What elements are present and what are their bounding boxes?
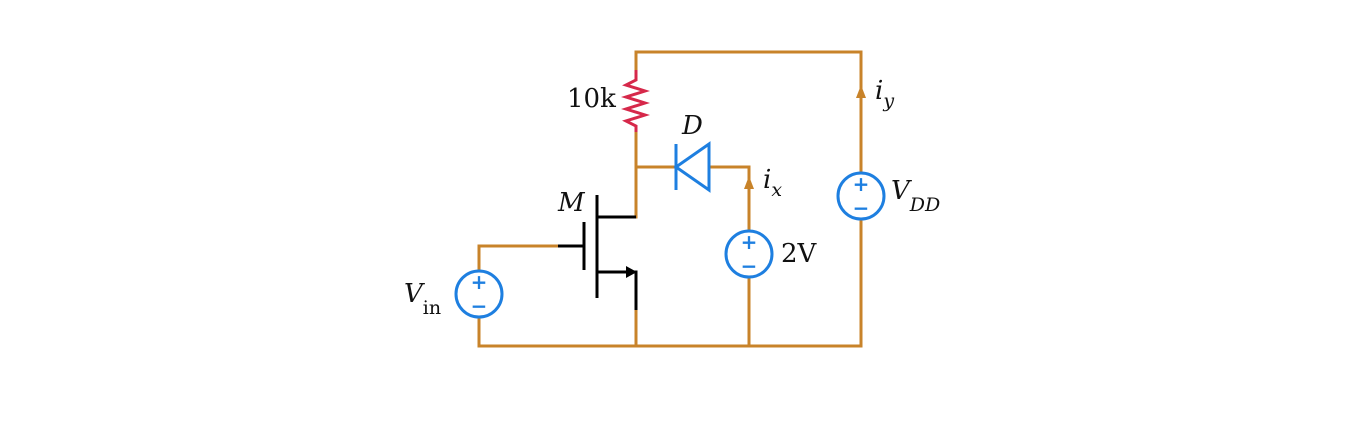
- vin-label: Vin: [404, 279, 441, 319]
- source-2v-circle: [724, 229, 774, 279]
- source-vin: + −: [454, 269, 504, 319]
- top-wire: [634, 50, 863, 174]
- source-vdd: + −: [836, 171, 886, 221]
- mosfet-m: [558, 195, 638, 310]
- iy-label: iy: [875, 76, 894, 112]
- resistor-10k: [621, 70, 650, 132]
- source-vdd-minus-icon: −: [853, 196, 870, 220]
- resistor-label: 10k: [567, 84, 616, 114]
- wires: [477, 50, 863, 348]
- diode-anode-wire: [707, 165, 751, 232]
- diode-d: [673, 141, 711, 193]
- ix-arrow-icon: [744, 176, 754, 189]
- source-2v-label: 2V: [781, 239, 818, 269]
- gate-wire: [477, 244, 560, 272]
- source-vin-plus-icon: +: [471, 270, 488, 294]
- source-2v-plus-icon: +: [741, 230, 758, 254]
- iy-arrow-icon: [856, 85, 866, 98]
- diode-label: D: [681, 111, 703, 141]
- vdd-label: VDD: [891, 176, 940, 216]
- diode-triangle: [673, 141, 711, 193]
- source-2v-minus-icon: −: [741, 254, 758, 278]
- ix-label: ix: [763, 165, 782, 201]
- source-arrow-icon: [626, 266, 637, 278]
- source-vin-circle: [454, 269, 504, 319]
- source-vin-minus-icon: −: [471, 294, 488, 318]
- source-lead: [597, 270, 638, 310]
- source-vdd-circle: [836, 171, 886, 221]
- source-vdd-plus-icon: +: [853, 172, 870, 196]
- mosfet-label: M: [557, 188, 586, 218]
- source-2v: + −: [724, 229, 774, 279]
